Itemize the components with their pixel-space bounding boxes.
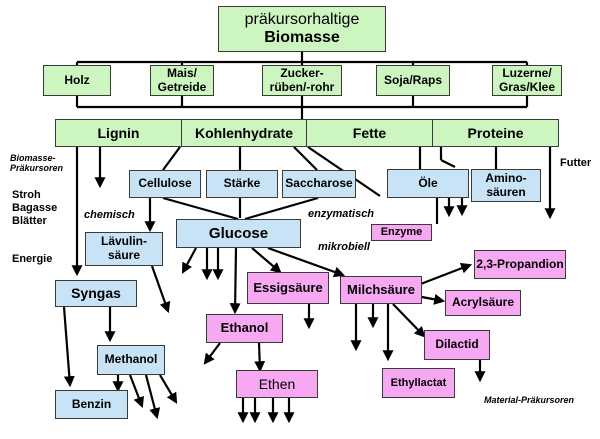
product-propandion-label: 2,3-Propandion bbox=[476, 256, 564, 271]
node-staerke-label: Stärke bbox=[223, 176, 261, 191]
label-blaetter: Blätter bbox=[12, 215, 47, 227]
node-methanol: Methanol bbox=[97, 345, 165, 375]
component-fette: Fette bbox=[306, 119, 433, 147]
product-enzyme: Enzyme bbox=[371, 224, 432, 241]
source-zucker: Zucker- rüben/-rohr bbox=[262, 65, 342, 96]
source-mais-line2: Getreide bbox=[157, 79, 207, 94]
node-aminosaeuren-line1: Amino- bbox=[485, 170, 527, 185]
component-lignin-label: Lignin bbox=[97, 124, 140, 141]
product-essigsaeure-label: Essigsäure bbox=[253, 279, 323, 295]
biomass-title-line1: präkursorhaltige bbox=[244, 10, 360, 28]
biomass-title-line2: Biomasse bbox=[264, 29, 340, 46]
node-saccharose: Saccharose bbox=[282, 170, 356, 198]
product-acrylsaeure-label: Acrylsäure bbox=[451, 295, 515, 310]
product-ethen-label: Ethen bbox=[258, 375, 296, 392]
product-acrylsaeure: Acrylsäure bbox=[445, 290, 521, 316]
product-dilactid: Dilactid bbox=[424, 330, 490, 360]
node-oele: Öle bbox=[387, 169, 469, 198]
node-laevulinsaeure-line2: säure bbox=[107, 248, 141, 262]
product-ethanol: Ethanol bbox=[206, 314, 283, 343]
component-fette-label: Fette bbox=[352, 124, 387, 141]
source-soja-label: Soja/Raps bbox=[383, 72, 443, 87]
product-milchsaeure: Milchsäure bbox=[340, 276, 422, 304]
source-holz: Holz bbox=[43, 65, 111, 96]
label-material-praekursoren: Material-Präkursoren bbox=[484, 395, 575, 405]
node-syngas-label: Syngas bbox=[71, 285, 121, 302]
node-oele-label: Öle bbox=[418, 175, 438, 190]
node-syngas: Syngas bbox=[55, 280, 137, 307]
label-biomasse-line2: Präkursoren bbox=[10, 163, 64, 174]
source-mais: Mais/ Getreide bbox=[150, 65, 214, 96]
label-enzymatisch: enzymatisch bbox=[308, 208, 375, 220]
label-biomasse-praekursoren: Biomasse- Präkursoren bbox=[10, 153, 63, 174]
node-aminosaeuren-line2: säuren bbox=[486, 184, 526, 199]
component-kohlenhydrate-label: Kohlenhydrate bbox=[194, 124, 293, 141]
biomass-title-box: präkursorhaltige Biomasse bbox=[218, 6, 386, 52]
component-proteine-label: Proteine bbox=[467, 124, 524, 141]
label-chemisch: chemisch bbox=[84, 209, 135, 221]
source-mais-line1: Mais/ bbox=[166, 65, 197, 80]
node-glucose-label: Glucose bbox=[208, 224, 269, 242]
label-biomasse-line1: Biomasse- bbox=[10, 153, 56, 163]
product-ethyllactat: Ethyllactat bbox=[382, 368, 455, 398]
node-cellulose-label: Cellulose bbox=[138, 176, 192, 191]
label-bagasse: Bagasse bbox=[12, 202, 58, 214]
product-enzyme-label: Enzyme bbox=[380, 226, 423, 239]
source-soja: Soja/Raps bbox=[376, 65, 450, 96]
source-zucker-line1: Zucker- bbox=[280, 65, 324, 80]
component-kohlenhydrate: Kohlenhydrate bbox=[181, 119, 307, 147]
product-propandion: 2,3-Propandion bbox=[474, 250, 566, 279]
node-cellulose: Cellulose bbox=[129, 170, 201, 198]
node-saccharose-label: Saccharose bbox=[285, 176, 353, 191]
source-holz-label: Holz bbox=[64, 72, 90, 87]
node-laevulinsaeure: Lävulin- säure bbox=[85, 232, 163, 266]
source-zucker-line2: rüben/-rohr bbox=[269, 79, 335, 94]
label-stroh: Stroh bbox=[12, 189, 41, 201]
product-ethyllactat-label: Ethyllactat bbox=[390, 376, 447, 389]
source-luzerne-line2: Gras/Klee bbox=[498, 79, 556, 94]
node-methanol-label: Methanol bbox=[104, 352, 158, 367]
node-staerke: Stärke bbox=[206, 170, 278, 198]
product-ethanol-label: Ethanol bbox=[220, 320, 269, 336]
label-mikrobiell: mikrobiell bbox=[318, 241, 370, 253]
node-laevulinsaeure-line1: Lävulin- bbox=[100, 234, 147, 249]
source-luzerne-line1: Luzerne/ bbox=[502, 65, 552, 80]
component-proteine: Proteine bbox=[432, 119, 559, 147]
product-ethen: Ethen bbox=[236, 370, 318, 398]
node-glucose: Glucose bbox=[176, 219, 301, 248]
product-milchsaeure-label: Milchsäure bbox=[347, 281, 415, 297]
source-luzerne: Luzerne/ Gras/Klee bbox=[492, 65, 562, 96]
node-aminosaeuren: Amino- säuren bbox=[471, 169, 541, 202]
label-futter: Futter bbox=[560, 157, 592, 169]
node-benzin-label: Benzin bbox=[71, 396, 112, 411]
node-benzin: Benzin bbox=[55, 390, 128, 419]
product-dilactid-label: Dilactid bbox=[435, 337, 479, 352]
label-energie: Energie bbox=[12, 253, 53, 265]
component-lignin: Lignin bbox=[55, 119, 182, 147]
product-essigsaeure: Essigsäure bbox=[247, 272, 329, 304]
